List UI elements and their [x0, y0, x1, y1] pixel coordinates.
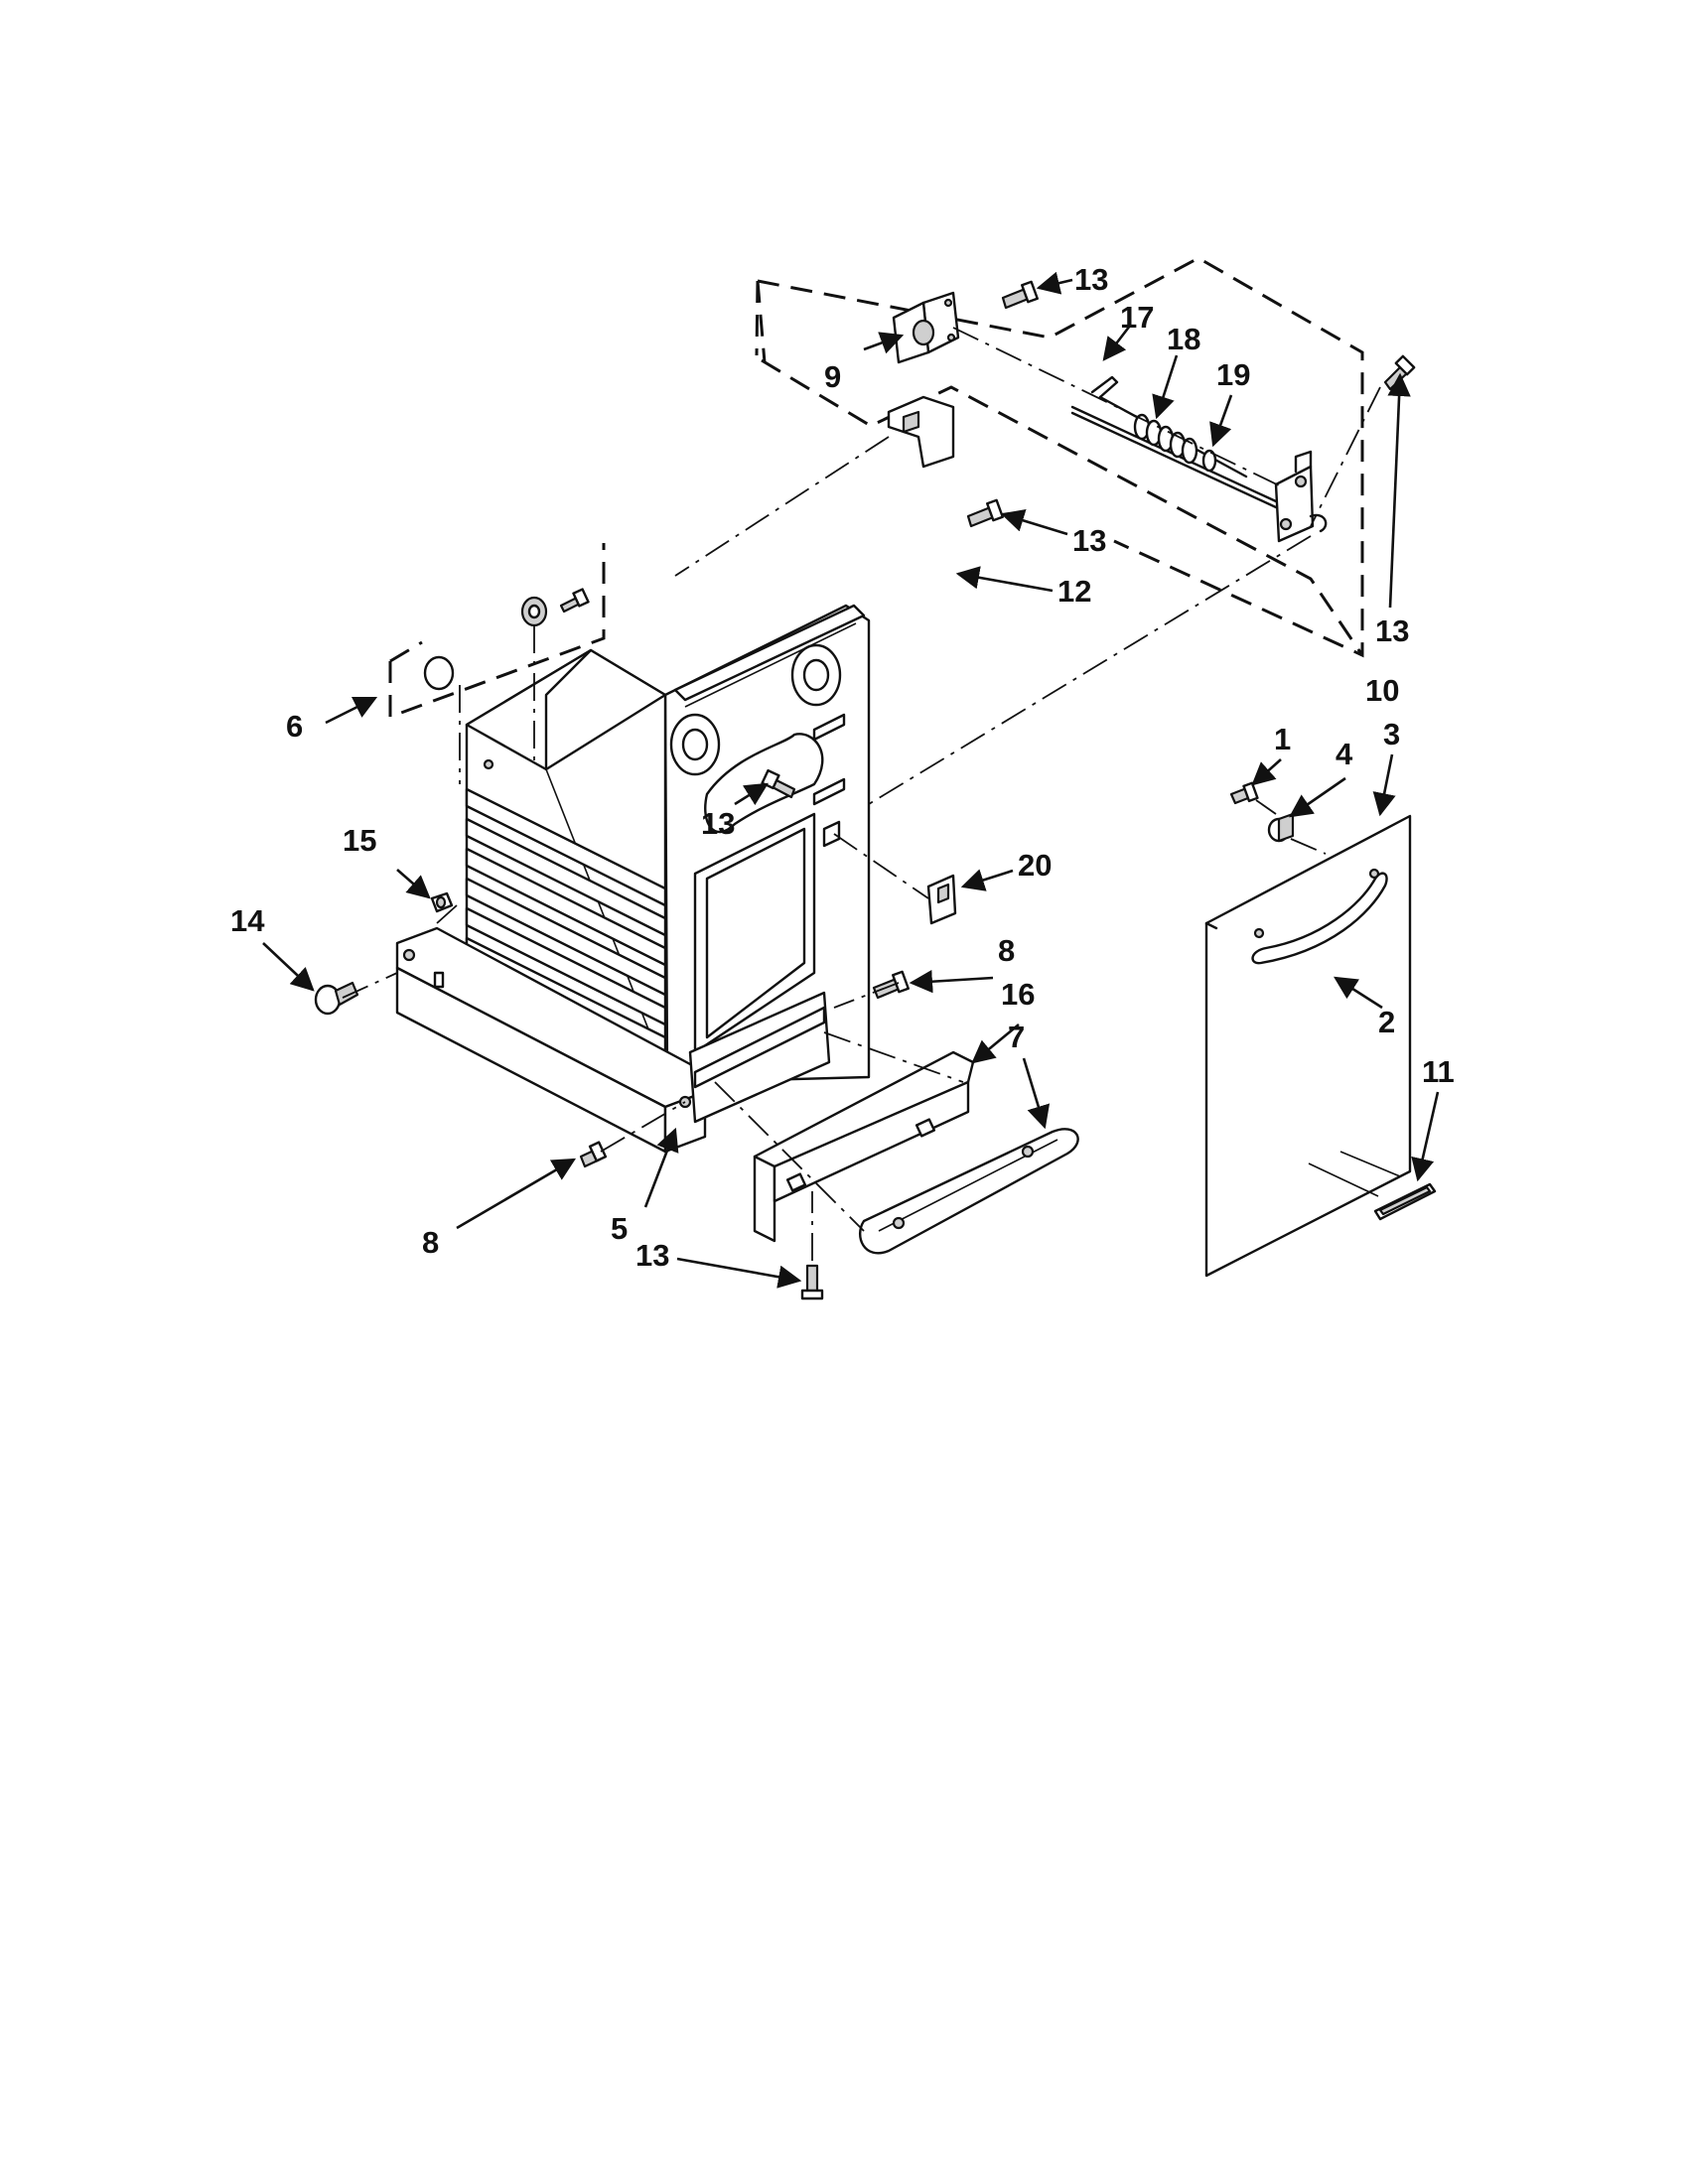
callout-15: 15	[343, 823, 376, 858]
callout-16: 16	[1001, 977, 1035, 1012]
screw-8-left	[579, 1141, 608, 1168]
callout-labels: 13 9 17 18 19 13 12 13 10 6 15 14 13 20 …	[230, 262, 1455, 1273]
callout-19: 19	[1216, 357, 1250, 392]
callout-17: 17	[1120, 300, 1154, 335]
screw-1	[1229, 781, 1259, 805]
callout-7: 7	[1008, 1020, 1025, 1054]
bushing-4	[1267, 812, 1295, 843]
callout-9: 9	[824, 359, 841, 394]
callout-10: 10	[1365, 673, 1399, 708]
lower-frame-bracket	[688, 991, 831, 1124]
callout-11: 11	[1422, 1054, 1455, 1089]
clip-20	[926, 874, 957, 925]
callout-13-frame: 13	[701, 806, 735, 841]
hinge-bracket-12	[887, 395, 955, 469]
callout-13-right: 13	[1375, 614, 1409, 648]
toe-grille	[753, 1050, 975, 1243]
hinge-assembly-group-outline	[755, 256, 1364, 658]
callout-14: 14	[230, 903, 265, 938]
base-rail	[395, 926, 707, 1154]
door-panel	[1204, 814, 1437, 1278]
callout-8-right: 8	[998, 933, 1015, 968]
callout-3: 3	[1383, 717, 1400, 751]
callout-13-bracket: 13	[1072, 523, 1106, 558]
callout-13-top: 13	[1074, 262, 1108, 297]
nut-15	[430, 891, 454, 913]
callout-20: 20	[1018, 848, 1052, 883]
screw-8-right	[872, 970, 910, 1000]
callout-13-bottom: 13	[635, 1238, 669, 1273]
leveling-leg-parts	[423, 588, 590, 691]
assembly-lines	[342, 327, 1381, 1261]
cabinet-frame	[465, 604, 871, 1084]
callout-6: 6	[286, 709, 303, 744]
screw-13-top	[1001, 280, 1039, 310]
screw-13-bottom	[800, 1264, 824, 1300]
hinge-pin-assembly	[1070, 375, 1328, 543]
screw-13-frame	[761, 768, 796, 799]
roller-14	[314, 981, 359, 1016]
top-hinge	[892, 291, 960, 364]
callout-4: 4	[1336, 737, 1353, 771]
callout-12: 12	[1057, 574, 1091, 609]
callout-8-left: 8	[422, 1225, 439, 1260]
handle-bar	[859, 1128, 1079, 1255]
callout-18: 18	[1167, 322, 1200, 356]
leader-arrows	[262, 271, 1440, 1289]
callout-2: 2	[1378, 1005, 1395, 1039]
screw-13-bracket	[966, 498, 1004, 528]
callout-5: 5	[611, 1211, 628, 1246]
callout-1: 1	[1274, 722, 1291, 756]
leveling-leg-group-outline	[388, 543, 606, 720]
